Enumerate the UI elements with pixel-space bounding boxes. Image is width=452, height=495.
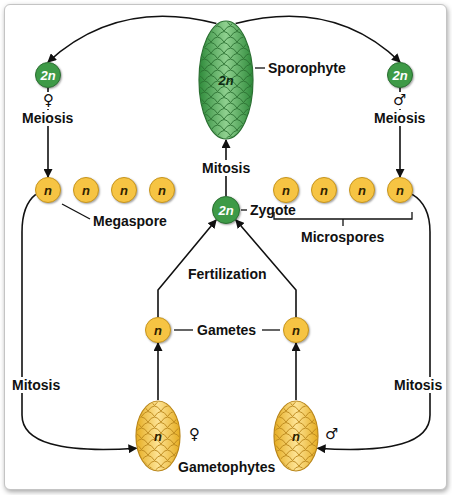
ploidy-text: n xyxy=(282,184,290,197)
leader-line xyxy=(174,329,193,330)
leader-line xyxy=(241,209,247,210)
megaspore-cell: n xyxy=(73,177,99,203)
sporophyte-oval: 2nSporophyte xyxy=(198,20,254,140)
gamete-cell: n xyxy=(145,317,171,343)
gametophyte-oval: n xyxy=(135,400,181,472)
ploidy-text: n xyxy=(292,430,300,443)
oval-fill xyxy=(274,401,318,471)
part-name: Gametes xyxy=(195,322,258,338)
node-heading: Sporophyte xyxy=(268,60,346,76)
gamete-cell: n xyxy=(283,317,309,343)
ploidy-text: n xyxy=(158,184,166,197)
ploidy-text: n xyxy=(396,184,404,197)
microspore-cell: n xyxy=(273,177,299,203)
ploidy-text: 2n xyxy=(218,204,233,217)
microspore-cell: n xyxy=(311,177,337,203)
ploidy-text: 2n xyxy=(218,74,233,87)
part-name: Microspores xyxy=(299,229,386,245)
process-name: Fertilization xyxy=(186,266,269,282)
process-label: Meiosis xyxy=(20,110,75,126)
diploid-cell: 2n xyxy=(387,62,413,88)
ploidy-text: 2n xyxy=(40,69,55,82)
ploidy-text: n xyxy=(82,184,90,197)
megaspore-cell: n xyxy=(149,177,175,203)
sex-symbol: ♀ xyxy=(41,92,56,109)
arrow-connector xyxy=(157,343,159,400)
ploidy-text: 2n xyxy=(392,69,407,82)
leader-line xyxy=(262,329,280,330)
process-label: Mitosis xyxy=(10,377,62,393)
process-label: Mitosis xyxy=(200,160,252,176)
cell-texture xyxy=(137,402,179,470)
part-name: Gametophytes xyxy=(176,459,277,475)
sex-symbol: ♀ xyxy=(187,426,202,443)
ploidy-text: n xyxy=(120,184,128,197)
diploid-cell: 2n xyxy=(35,62,61,88)
arrow-connector xyxy=(48,16,216,62)
zygote-cell: 2nZygote xyxy=(212,196,240,224)
leader-line xyxy=(255,67,265,68)
gametophyte-oval: n xyxy=(273,400,319,472)
oval-fill xyxy=(199,21,253,139)
cell-texture xyxy=(200,22,252,138)
ploidy-text: n xyxy=(154,324,162,337)
megaspore-cell: n xyxy=(35,177,61,203)
arrow-connector xyxy=(295,343,297,400)
ploidy-text: n xyxy=(292,324,300,337)
microspore-cell: n xyxy=(349,177,375,203)
ploidy-text: n xyxy=(154,430,162,443)
cell-texture xyxy=(275,402,317,470)
oval-fill xyxy=(136,401,180,471)
ploidy-text: n xyxy=(320,184,328,197)
node-heading: Zygote xyxy=(250,202,296,218)
arrow-connector xyxy=(22,194,136,449)
megaspore-cell: n xyxy=(111,177,137,203)
sex-symbol: ♂ xyxy=(391,92,408,109)
sex-symbol: ♂ xyxy=(323,426,340,443)
microspore-cell: n xyxy=(387,177,413,203)
ploidy-text: n xyxy=(44,184,52,197)
leader-line xyxy=(62,204,90,219)
process-label: Mitosis xyxy=(392,377,444,393)
part-name: Megaspore xyxy=(91,213,169,229)
arrow-connector xyxy=(236,16,400,62)
ploidy-text: n xyxy=(358,184,366,197)
process-label: Meiosis xyxy=(372,110,427,126)
